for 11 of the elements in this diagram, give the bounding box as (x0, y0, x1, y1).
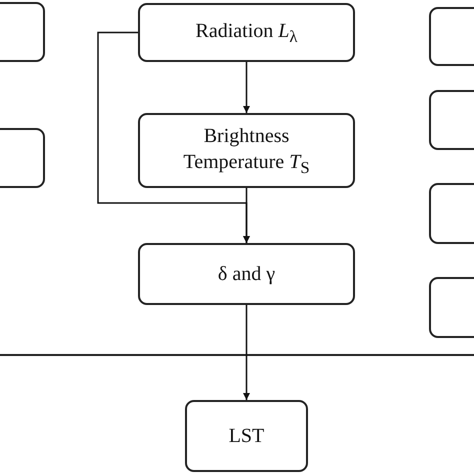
node-label: Radiation L$_{λ}$ (196, 18, 298, 48)
process-box (138, 3, 355, 62)
process-box (185, 400, 308, 472)
arrow (243, 305, 250, 400)
arrow (243, 62, 250, 113)
arrow (243, 188, 250, 243)
node-label: δ and γ (218, 262, 276, 287)
process-box (138, 243, 355, 305)
node-label: Brightness Temperature T$_{S}$ (182, 124, 311, 178)
process-box (138, 113, 355, 188)
node-label: LST (228, 424, 264, 449)
